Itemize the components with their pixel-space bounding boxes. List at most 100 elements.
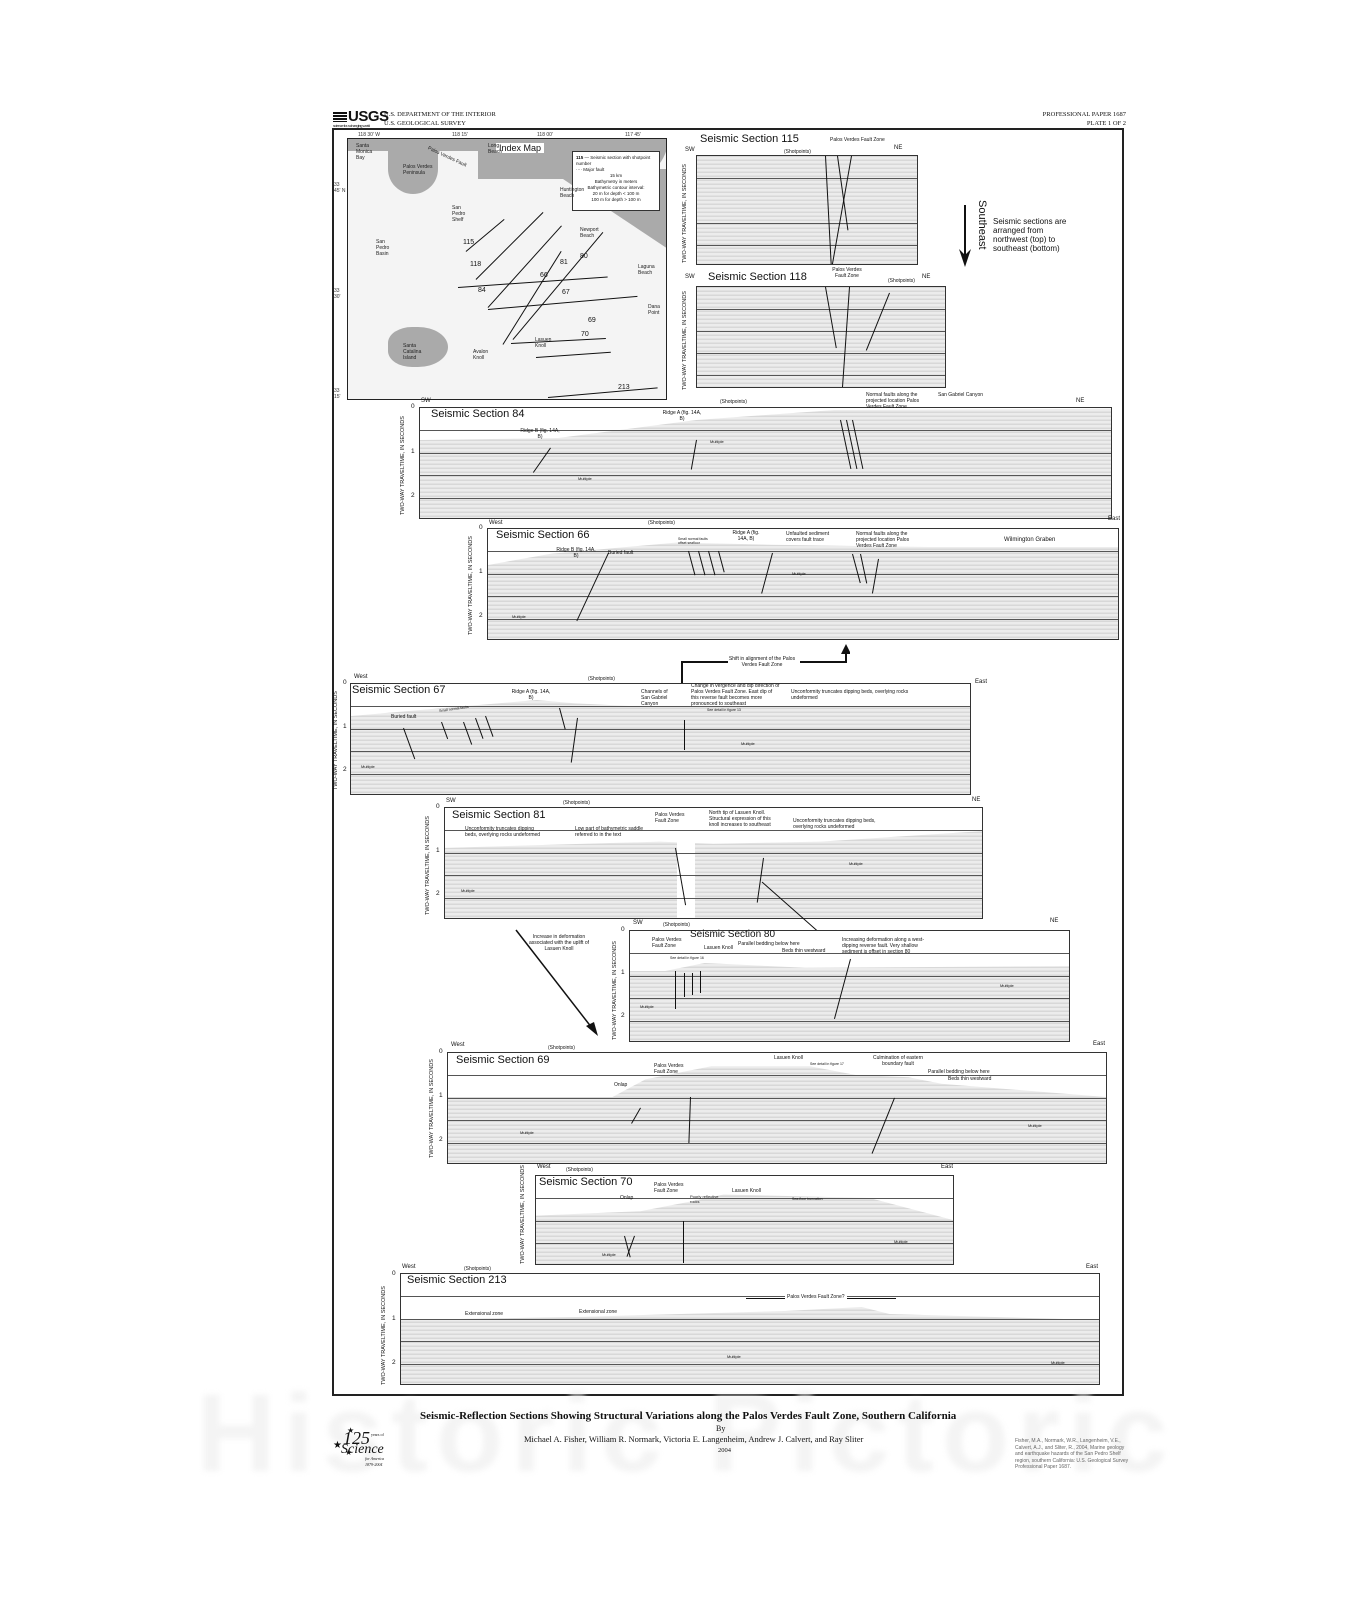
annotation: See detail in figure 13 [707, 708, 741, 712]
section-title: Seismic Section 70 [539, 1176, 633, 1188]
lat-label: 33 30' [334, 288, 341, 300]
place-label: Long Beach [488, 143, 503, 155]
annotation: Palos Verdes Fault Zone [830, 137, 885, 143]
dir-right: East [975, 679, 988, 685]
dept-line-1: U.S. DEPARTMENT OF THE INTERIOR [384, 111, 496, 118]
section-number: 115 [463, 239, 475, 246]
shotpoints-label: (Shotpoints) [464, 1266, 491, 1272]
y-tick: 0 [436, 803, 440, 810]
section-line [475, 211, 544, 281]
annotation: Multiple [602, 1252, 616, 1257]
y-tick: 2 [343, 766, 347, 773]
place-label: Huntington Beach [560, 187, 585, 199]
annotation: Palos Verdes Fault Zone [654, 1063, 684, 1075]
increase-callout: Increase in deformation associated with … [528, 934, 590, 952]
legend-bathy: 20 m for depth < 100 m [592, 191, 640, 196]
y-tick: 2 [479, 612, 483, 619]
section-title: Seismic Section 118 [708, 271, 807, 283]
plate-title: Seismic-Reflection Sections Showing Stru… [420, 1410, 957, 1422]
shotpoints-label: (Shotpoints) [888, 278, 915, 284]
legend-bathy: Bathymetry in meters [594, 179, 638, 184]
seismic-section-69: Onlap Palos Verdes Fault Zone Lasuen Kno… [447, 1052, 1107, 1164]
anniversary-sub: years of [371, 1432, 384, 1437]
y-axis-label: TWO-WAY TRAVELTIME, IN SECONDS [429, 1059, 435, 1158]
annotation: Small normal faults offset seafloor [678, 537, 708, 545]
annotation: Unconformity truncates dipping beds, ove… [465, 826, 541, 838]
shotpoints-label: (Shotpoints) [648, 520, 675, 526]
plate-frame [332, 128, 1124, 1396]
star-icon: ★ [333, 1440, 342, 1451]
watermark: Historic Pictoric [196, 1372, 1176, 1495]
shotpoints-label: (Shotpoints) [663, 922, 690, 928]
y-tick: 0 [411, 403, 415, 410]
orientation-note: Seismic sections are arranged from north… [993, 217, 1067, 253]
annotation: Channels of San Gabriel Canyon [641, 689, 668, 707]
annotation: Change in vergence and dip direction of … [691, 683, 780, 707]
southeast-arrow-icon [958, 205, 971, 267]
y-tick: 1 [411, 448, 415, 455]
shotpoints-label: (Shotpoints) [548, 1045, 575, 1051]
logo-text: USGS [348, 108, 389, 125]
annotation: Palos Verdes Fault Zone [654, 1182, 684, 1194]
annotation: Ridge A (fig. 14A, B) [662, 410, 702, 422]
dir-left: SW [446, 798, 456, 804]
dir-left: SW [685, 274, 695, 280]
anniversary-number: 125 [343, 1428, 370, 1448]
y-axis-label: TWO-WAY TRAVELTIME, IN SECONDS [468, 536, 474, 635]
section-title: Seismic Section 69 [456, 1054, 550, 1066]
y-axis-label: TWO-WAY TRAVELTIME, IN SECONDS [425, 816, 431, 915]
anniversary-word: Science [341, 1442, 384, 1457]
section-title: Seismic Section 213 [407, 1274, 507, 1286]
dir-left: West [537, 1164, 551, 1170]
southeast-label: Southeast [976, 200, 988, 250]
annotation: Normal faults along the projected locati… [866, 392, 920, 410]
y-tick: 1 [436, 847, 440, 854]
authors: Michael A. Fisher, William R. Normark, V… [524, 1434, 864, 1444]
dir-right: East [1093, 1041, 1106, 1047]
annotation: Multiple [849, 861, 863, 866]
legend-section: Seismic section with shotpoint number [576, 155, 651, 166]
dir-left: West [489, 520, 503, 526]
shotpoints-label: (Shotpoints) [720, 399, 747, 405]
y-tick: 2 [621, 1012, 625, 1019]
annotation: Multiple [1028, 1123, 1042, 1128]
legend-fault: Major fault [583, 167, 605, 172]
shotpoints-label: (Shotpoints) [784, 149, 811, 155]
plate-number: PLATE 1 OF 2 [1086, 120, 1126, 127]
place-label: San Pedro Shelf [452, 205, 466, 223]
shift-callout: Shift in alignment of the Palos Verdes F… [728, 656, 796, 668]
annotation: Poorly reflective rocks [690, 1194, 719, 1204]
annotation: Buried fault [608, 550, 634, 556]
annotation: Multiple [520, 1130, 534, 1135]
palos-verdes-peninsula [388, 139, 438, 194]
map-legend: 115 — Seismic section with shotpoint num… [572, 151, 660, 211]
y-tick: 0 [392, 1270, 396, 1277]
annotation: Ridge B (fig. 14A, B) [520, 428, 560, 440]
y-axis-label: TWO-WAY TRAVELTIME, IN SECONDS [612, 941, 618, 1040]
year: 2004 [718, 1447, 731, 1454]
y-axis-label: TWO-WAY TRAVELTIME, IN SECONDS [333, 691, 339, 790]
legend-bathy: Bathymetric contour interval: [587, 185, 645, 190]
dept-line-2: U.S. GEOLOGICAL SURVEY [384, 120, 466, 127]
annotation: San Gabriel Canyon [938, 392, 984, 398]
section-number: 84 [478, 287, 486, 294]
annotation: Multiple [1000, 983, 1014, 988]
section-number: 67 [562, 289, 570, 296]
y-tick: 1 [439, 1092, 443, 1099]
paper-number: PROFESSIONAL PAPER 1687 [1042, 111, 1126, 118]
annotation: Lasuen Knoll [774, 1055, 803, 1061]
dir-right: NE [972, 797, 981, 803]
legend-scale: 15 km [609, 173, 623, 178]
section-title: Seismic Section 81 [452, 809, 546, 821]
annotation: Beds thin westward [782, 948, 826, 954]
y-tick: 0 [479, 524, 483, 531]
place-label: San Pedro Basin [376, 239, 390, 257]
y-axis-label: TWO-WAY TRAVELTIME, IN SECONDS [682, 291, 688, 390]
section-number: 70 [581, 331, 589, 338]
place-label: Lasuen Knoll [535, 337, 552, 349]
annotation: Normal faults along the projected locati… [856, 531, 910, 549]
section-line [535, 351, 611, 359]
annotation: Parallel bedding below here [738, 941, 800, 947]
department-heading: U.S. DEPARTMENT OF THE INTERIOR U.S. GEO… [384, 110, 496, 128]
increase-arrow-icon [514, 928, 600, 1038]
